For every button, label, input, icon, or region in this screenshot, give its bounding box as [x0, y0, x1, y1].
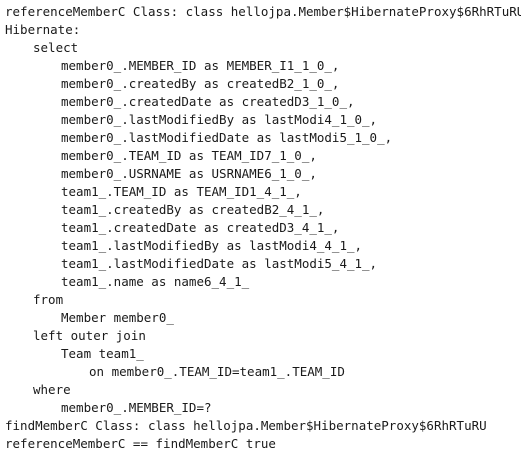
sql-column-line: member0_.createdDate as createdD3_1_0_, [61, 94, 355, 109]
sql-column-line: member0_.MEMBER_ID as MEMBER_I1_1_0_, [61, 58, 340, 73]
console-line-hibernate: Hibernate: [5, 22, 81, 37]
sql-column-line: team1_.createdBy as createdB2_4_1_, [61, 202, 325, 217]
sql-column-line: member0_.lastModifiedBy as lastModi4_1_0… [61, 112, 378, 127]
sql-column-line: team1_.TEAM_ID as TEAM_ID1_4_1_, [61, 184, 302, 199]
sql-column-line: team1_.lastModifiedDate as lastModi5_4_1… [61, 256, 378, 271]
sql-column-line: team1_.name as name6_4_1_ [61, 274, 250, 289]
sql-column-line: team1_.lastModifiedBy as lastModi4_4_1_, [61, 238, 363, 253]
sql-where-condition: member0_.MEMBER_ID=? [61, 400, 212, 415]
sql-column-line: member0_.createdBy as createdB2_1_0_, [61, 76, 340, 91]
sql-join-condition: on member0_.TEAM_ID=team1_.TEAM_ID [89, 364, 345, 379]
sql-keyword-select: select [33, 40, 79, 55]
sql-column-line: member0_.USRNAME as USRNAME6_1_0_, [61, 166, 317, 181]
sql-keyword-left-outer-join: left outer join [33, 328, 146, 343]
sql-column-line: member0_.TEAM_ID as TEAM_ID7_1_0_, [61, 148, 317, 163]
console-line-reference-class: referenceMemberC Class: class hellojpa.M… [5, 4, 521, 19]
sql-table-member: Member member0_ [61, 310, 174, 325]
sql-keyword-from: from [33, 292, 64, 307]
sql-column-line: team1_.createdDate as createdD3_4_1_, [61, 220, 340, 235]
sql-column-line: member0_.lastModifiedDate as lastModi5_1… [61, 130, 393, 145]
sql-table-team: Team team1_ [61, 346, 144, 361]
console-line-find-class: findMemberC Class: class hellojpa.Member… [5, 418, 487, 433]
sql-keyword-where: where [33, 382, 71, 397]
console-line-equality-result: referenceMemberC == findMemberC true [5, 436, 276, 451]
